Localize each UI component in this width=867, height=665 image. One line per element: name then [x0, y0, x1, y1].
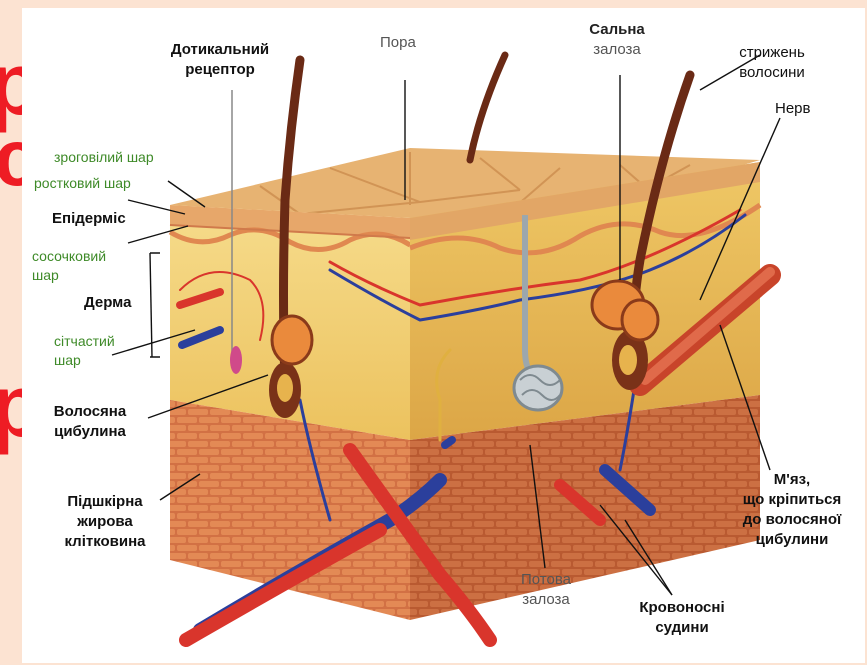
stratum-corneum-label: зроговілий шар: [54, 148, 154, 167]
muscle-label-line1: М'яз,: [722, 470, 862, 490]
sebaceous-gland-label: Сальна залоза: [572, 20, 662, 60]
touch-receptor-label-line1: Дотикальний: [150, 40, 290, 60]
sweat-gland-label: Потова залоза: [506, 570, 586, 610]
hair-shaft-label-line1: стрижень: [722, 43, 822, 63]
subcutaneous-tissue-label-line2: жирова: [42, 512, 168, 532]
hair-shaft-label: стрижень волосини: [722, 43, 822, 83]
subcutaneous-tissue-label: Підшкірна жирова клітковина: [42, 492, 168, 552]
reticular-layer-label-line2: шар: [54, 351, 115, 370]
reticular-layer-label: сітчастий шар: [54, 332, 115, 370]
pore-label: Пора: [380, 33, 416, 53]
sweat-gland-label-line1: Потова: [506, 570, 586, 590]
nerve-label: Нерв: [775, 99, 811, 119]
dermis-label: Дерма: [84, 293, 131, 313]
papillary-layer-label-line2: шар: [32, 266, 106, 285]
hair-bulb-label: Волосяна цибулина: [30, 402, 150, 442]
subcutaneous-tissue-label-line3: клітковина: [42, 532, 168, 552]
sebaceous-gland-label-line1: Сальна: [572, 20, 662, 40]
sebaceous-gland-label-line2: залоза: [572, 40, 662, 60]
germinal-layer-label: ростковий шар: [34, 174, 131, 193]
hair-bulb-label-line1: Волосяна: [30, 402, 150, 422]
muscle-label-line4: цибулини: [722, 530, 862, 550]
epidermis-label: Епідерміс: [52, 209, 126, 229]
muscle-label-line3: до волосяної: [722, 510, 862, 530]
hair-bulb-label-line2: цибулина: [30, 422, 150, 442]
touch-receptor-label-line2: рецептор: [150, 60, 290, 80]
papillary-layer-label-line1: сосочковий: [32, 247, 106, 266]
muscle-label: М'яз, що кріпиться до волосяної цибулини: [722, 470, 862, 550]
sweat-gland-label-line2: залоза: [506, 590, 586, 610]
blood-vessels-label-line1: Кровоносні: [622, 598, 742, 618]
touch-receptor-label: Дотикальний рецептор: [150, 40, 290, 80]
blood-vessels-label-line2: судини: [622, 618, 742, 638]
side-face: [410, 162, 760, 620]
hair-shaft-label-line2: волосини: [722, 63, 822, 83]
papillary-layer-label: сосочковий шар: [32, 247, 106, 285]
muscle-label-line2: що кріпиться: [722, 490, 862, 510]
reticular-layer-label-line1: сітчастий: [54, 332, 115, 351]
blood-vessels-label: Кровоносні судини: [622, 598, 742, 638]
subcutaneous-tissue-label-line1: Підшкірна: [42, 492, 168, 512]
